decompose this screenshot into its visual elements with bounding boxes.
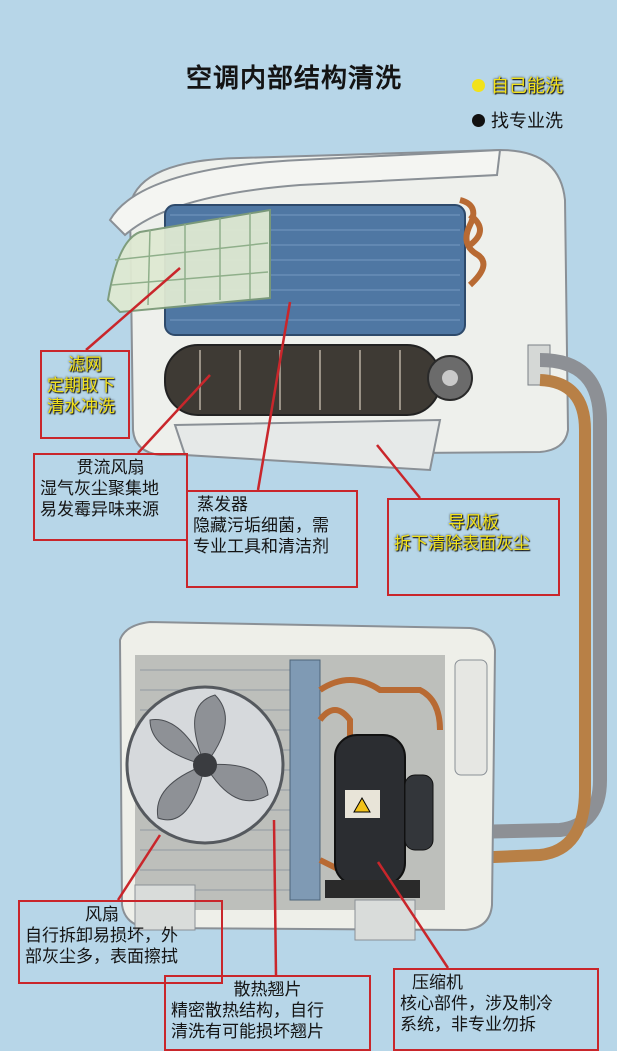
callout-outdoor-fan-line1: 自行拆卸易损坏，外: [25, 926, 178, 946]
callout-filter-title: 滤网: [68, 355, 102, 375]
legend-dot-yellow: [472, 78, 485, 92]
outdoor-unit: [118, 620, 497, 941]
callout-outdoor-fan-line2: 部灰尘多，表面擦拭: [25, 947, 178, 967]
legend-dot-black: [472, 113, 485, 127]
callout-outdoor-fan-title: 风扇: [85, 905, 119, 925]
leader-lines: [85, 267, 450, 976]
callout-compressor: 压缩机 核心部件，涉及制冷 系统，非专业勿拆: [393, 968, 599, 1051]
callout-compressor-title: 压缩机: [412, 973, 463, 993]
callout-outdoor-fan: 风扇 自行拆卸易损坏，外 部灰尘多，表面擦拭: [18, 900, 223, 984]
heat-sink-fins: [289, 659, 321, 901]
callout-louver-line1: 拆下清除表面灰尘: [394, 534, 530, 554]
callout-crossflow-fan-title: 贯流风扇: [76, 458, 145, 478]
callout-evaporator-line2: 专业工具和清洁剂: [193, 537, 329, 557]
callout-fins: 散热翘片 精密散热结构，自行 清洗有可能损坏翘片: [164, 975, 371, 1051]
crossflow-fan: [164, 344, 473, 416]
legend-label-diy: 自己能洗: [491, 76, 563, 97]
callout-evaporator: 蒸发器 隐藏污垢细菌，需 专业工具和清洁剂: [186, 490, 358, 588]
louver-panel: [173, 418, 442, 472]
legend-diy: 自己能洗: [472, 72, 563, 98]
callout-evaporator-title: 蒸发器: [197, 495, 248, 515]
page-title: 空调内部结构清洗: [186, 64, 403, 94]
legend-pro: 找专业洗: [472, 107, 563, 133]
callout-crossflow-fan-line1: 湿气灰尘聚集地: [40, 479, 159, 499]
callout-filter: 滤网 定期取下 清水冲洗: [40, 350, 130, 439]
legend-label-pro: 找专业洗: [491, 111, 563, 132]
callout-fins-line1: 精密散热结构，自行: [171, 1001, 324, 1021]
callout-filter-line1: 定期取下: [47, 376, 115, 396]
refrigerant-pipes: [469, 353, 607, 864]
callout-compressor-line2: 系统，非专业勿拆: [400, 1015, 536, 1035]
compressor: [325, 734, 434, 898]
copper-pipes-indoor: [459, 197, 487, 288]
callout-crossflow-fan: 贯流风扇 湿气灰尘聚集地 易发霉异味来源: [33, 453, 188, 541]
callout-evaporator-line1: 隐藏污垢细菌，需: [193, 516, 329, 536]
callout-compressor-line1: 核心部件，涉及制冷: [400, 994, 553, 1014]
indoor-unit: [106, 148, 570, 472]
callout-fins-title: 散热翘片: [233, 980, 302, 1000]
callout-fins-line2: 清洗有可能损坏翘片: [171, 1022, 324, 1042]
callout-louver-title: 导风板: [448, 513, 499, 533]
outdoor-fan: [125, 685, 285, 845]
callout-louver: 导风板 拆下清除表面灰尘: [387, 498, 560, 596]
callout-filter-line2: 清水冲洗: [47, 397, 115, 417]
callout-crossflow-fan-line2: 易发霉异味来源: [40, 500, 159, 520]
